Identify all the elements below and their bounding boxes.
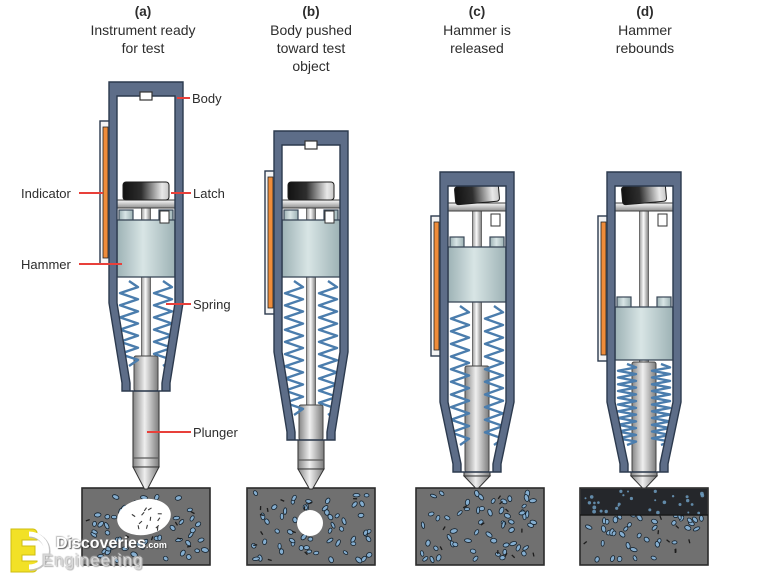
indicator-strip-d <box>600 221 607 356</box>
stage-b-caption-line-2: toward test <box>276 40 346 56</box>
stage-a-caption-line-1: Instrument ready <box>90 22 196 38</box>
stage-c-caption-line-1: Hammer is <box>443 22 511 38</box>
stage-b-caption-line-3: object <box>292 58 330 74</box>
hammer-mass-c <box>447 236 507 303</box>
stage-c-letter: (c) <box>468 4 486 19</box>
stage-d-caption-line-1: Hammer <box>618 22 672 38</box>
latch-leader-line <box>171 192 191 194</box>
plunger-shaft-a <box>132 390 160 468</box>
body-tube-d <box>606 171 682 473</box>
stage-b-caption-line-1: Body pushed <box>270 22 352 38</box>
plunger-leader-line <box>147 431 191 433</box>
plunger-shaft-b <box>297 439 325 470</box>
guide-plate-a <box>114 199 178 209</box>
latch-disc-b <box>287 181 335 201</box>
stage-a-caption-line-2: for test <box>121 40 165 56</box>
label-plunger: Plunger <box>193 425 238 440</box>
instrument-c <box>430 171 515 489</box>
body-tube-c <box>439 171 515 473</box>
spring-left-c <box>449 305 471 446</box>
label-latch: Latch <box>193 186 225 201</box>
instrument-d <box>597 171 682 489</box>
label-hammer: Hammer <box>21 257 71 272</box>
cap-vent-a <box>139 91 153 101</box>
guide-plate-d <box>612 202 676 212</box>
label-indicator: Indicator <box>21 186 71 201</box>
hammer-mass-a <box>116 209 176 278</box>
stage-d-letter: (d) <box>636 4 654 19</box>
instrument-a <box>99 81 184 490</box>
body-leader-line <box>177 97 190 99</box>
stage-b-header: (b) Body pushed toward test object <box>221 3 401 75</box>
cap-vent-b <box>304 140 318 150</box>
body-tube-b <box>273 130 349 441</box>
spring-right-d <box>650 362 672 447</box>
stage-c-header: (c) Hammer is released <box>387 3 567 57</box>
spring-left-b <box>283 280 305 416</box>
stage-c-caption-line-2: released <box>450 40 504 56</box>
stage-a-letter: (a) <box>134 4 152 19</box>
stage-b-letter: (b) <box>302 4 320 19</box>
plunger-tip-b <box>297 468 325 490</box>
indicator-strip-b <box>267 176 274 309</box>
hammer-leader-line <box>79 263 122 265</box>
test-block-c <box>415 487 545 566</box>
latch-hook-a <box>159 210 170 224</box>
stage-d-header: (d) Hammer rebounds <box>555 3 735 57</box>
latch-hook-c <box>490 213 501 227</box>
label-body: Body <box>192 91 222 106</box>
indicator-leader-line <box>79 192 103 194</box>
plunger-tip-c <box>462 475 492 489</box>
latch-hook-d <box>657 213 668 227</box>
spring-leader-line <box>166 303 191 305</box>
body-tube-a <box>108 81 184 392</box>
test-block-d <box>579 487 709 566</box>
stage-d-caption-line-2: rebounds <box>615 40 675 56</box>
plunger-tip-a <box>132 466 160 490</box>
indicator-strip-c <box>433 221 440 351</box>
test-block-a <box>81 487 211 566</box>
stage-a-header: (a) Instrument ready for test <box>53 3 233 57</box>
hammer-mass-d <box>614 296 674 361</box>
spring-right-c <box>483 305 505 446</box>
latch-hook-b <box>324 210 335 224</box>
spring-right-b <box>317 280 339 416</box>
instrument-b <box>264 130 349 490</box>
indicator-strip-a <box>102 126 109 259</box>
spring-left-a <box>118 280 140 367</box>
plunger-tip-d <box>629 475 659 489</box>
guide-plate-c <box>445 202 509 212</box>
latch-disc-a <box>122 181 170 201</box>
test-block-b <box>246 487 376 566</box>
label-spring: Spring <box>193 297 231 312</box>
guide-plate-b <box>279 199 343 209</box>
